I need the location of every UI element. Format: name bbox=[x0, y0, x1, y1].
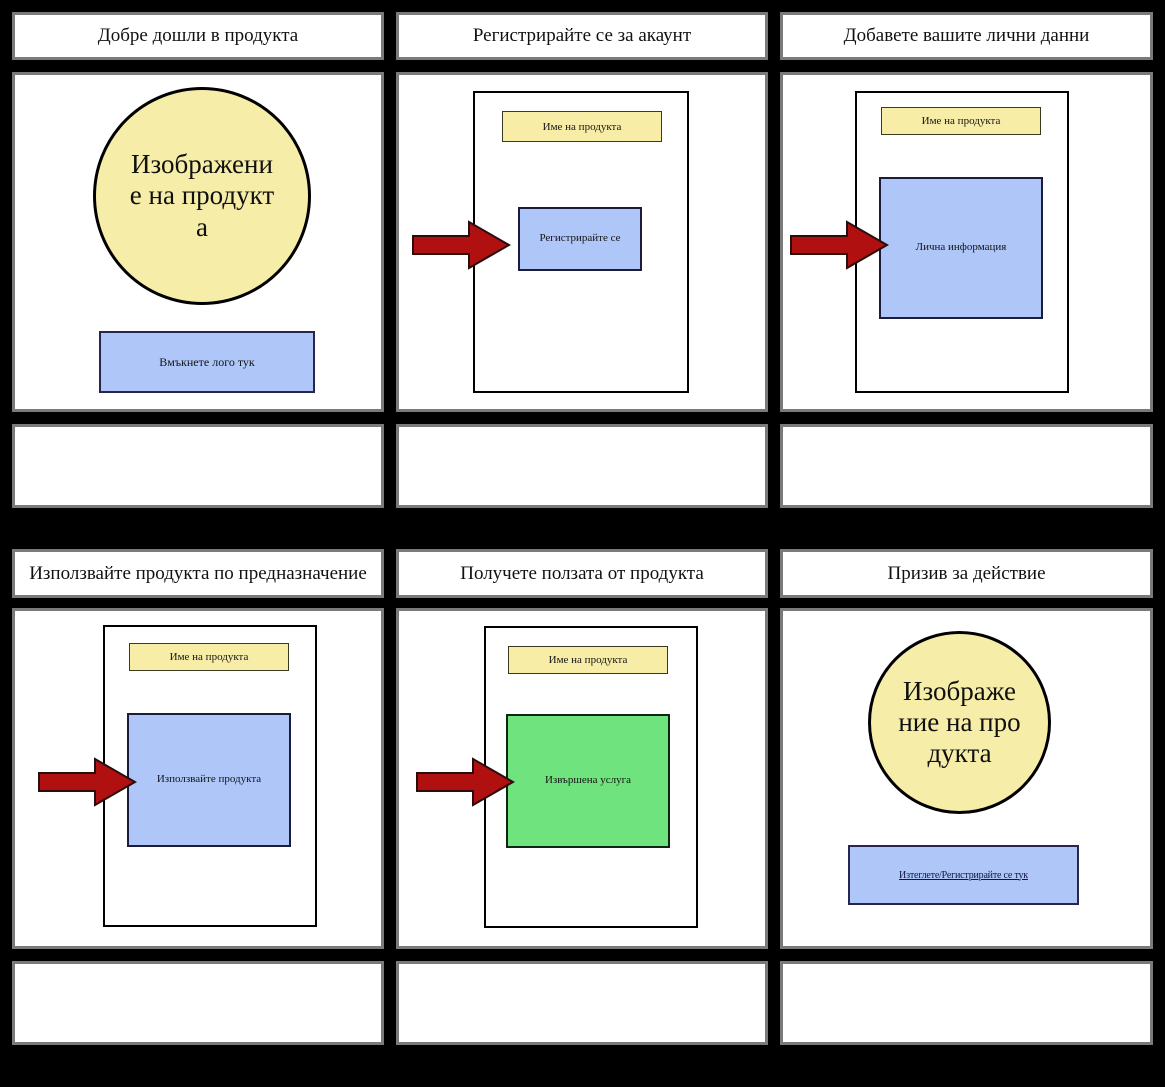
panel-1-circle-label: Изображение на продукта bbox=[129, 149, 275, 242]
panel-6-caption-box[interactable] bbox=[780, 961, 1153, 1045]
panel-5-screen-frame[interactable]: Име на продукта Извършена услуга bbox=[484, 626, 698, 928]
panel-1-logo-placeholder[interactable]: Вмъкнете лого тук bbox=[99, 331, 315, 393]
panel-4-use-product-label: Използвайте продукта bbox=[156, 773, 262, 786]
panel-5-stage[interactable]: Име на продукта Извършена услуга bbox=[396, 608, 768, 949]
panel-6-stage[interactable]: Изображение на продукта Изтеглете/Регист… bbox=[780, 608, 1153, 949]
panel-2-title-box[interactable]: Регистрирайте се за акаунт bbox=[396, 12, 768, 60]
panel-5-title-box[interactable]: Получете ползата от продукта bbox=[396, 549, 768, 598]
panel-3-title: Добавете вашите лични данни bbox=[843, 25, 1090, 47]
panel-4-title: Използвайте продукта по предназначение bbox=[29, 562, 367, 584]
panel-5-pointer-arrow bbox=[415, 755, 515, 809]
panel-3-pointer-arrow bbox=[789, 218, 889, 272]
panel-1-caption-box[interactable] bbox=[12, 424, 384, 508]
panel-6-product-image-circle[interactable]: Изображение на продукта bbox=[868, 631, 1051, 814]
panel-2-signup-label: Регистрирайте се bbox=[539, 232, 621, 245]
panel-5-service-delivered-label: Извършена услуга bbox=[544, 774, 632, 787]
panel-1-logo-label: Вмъкнете лого тук bbox=[159, 354, 255, 369]
panel-3-stage[interactable]: Име на продукта Лична информация bbox=[780, 72, 1153, 412]
panel-2-product-name-bar[interactable]: Име на продукта bbox=[502, 111, 662, 142]
panel-3-title-box[interactable]: Добавете вашите лични данни bbox=[780, 12, 1153, 60]
panel-3-screen-frame[interactable]: Име на продукта Лична информация bbox=[855, 91, 1069, 393]
panel-3-caption-box[interactable] bbox=[780, 424, 1153, 508]
panel-6-circle-label: Изображение на продукта bbox=[898, 675, 1021, 769]
panel-4-title-box[interactable]: Използвайте продукта по предназначение bbox=[12, 549, 384, 598]
panel-2-pointer-arrow bbox=[411, 218, 511, 272]
panel-4-product-name-bar[interactable]: Име на продукта bbox=[129, 643, 289, 671]
panel-3-personal-info-label: Лична информация bbox=[915, 241, 1007, 254]
panel-5-caption-box[interactable] bbox=[396, 961, 768, 1045]
panel-3-product-name-bar[interactable]: Име на продукта bbox=[881, 107, 1041, 135]
panel-6-cta-button[interactable]: Изтеглете/Регистрирайте се тук bbox=[848, 845, 1079, 905]
panel-4-caption-box[interactable] bbox=[12, 961, 384, 1045]
panel-4-product-name-label: Име на продукта bbox=[169, 651, 249, 663]
panel-2-caption-box[interactable] bbox=[396, 424, 768, 508]
panel-5-service-delivered-block[interactable]: Извършена услуга bbox=[506, 714, 670, 848]
panel-4-stage[interactable]: Име на продукта Използвайте продукта bbox=[12, 608, 384, 949]
panel-5-product-name-bar[interactable]: Име на продукта bbox=[508, 646, 668, 674]
panel-3-product-name-label: Име на продукта bbox=[921, 115, 1001, 127]
panel-4-pointer-arrow bbox=[37, 755, 137, 809]
panel-6-title: Призив за действие bbox=[887, 562, 1046, 584]
panel-5-product-name-label: Име на продукта bbox=[548, 654, 628, 666]
panel-2-signup-block[interactable]: Регистрирайте се bbox=[518, 207, 642, 271]
panel-2-title: Регистрирайте се за акаунт bbox=[472, 25, 692, 47]
panel-2-stage[interactable]: Име на продукта Регистрирайте се bbox=[396, 72, 768, 412]
panel-4-screen-frame[interactable]: Име на продукта Използвайте продукта bbox=[103, 625, 317, 927]
panel-1-product-image-circle[interactable]: Изображение на продукта bbox=[93, 87, 311, 305]
panel-5-title: Получете ползата от продукта bbox=[460, 562, 704, 584]
panel-3-personal-info-block[interactable]: Лична информация bbox=[879, 177, 1043, 319]
panel-1-title: Добре дошли в продукта bbox=[97, 25, 299, 47]
panel-1-stage[interactable]: Изображение на продукта Вмъкнете лого ту… bbox=[12, 72, 384, 412]
panel-1-title-box[interactable]: Добре дошли в продукта bbox=[12, 12, 384, 60]
panel-4-use-product-block[interactable]: Използвайте продукта bbox=[127, 713, 291, 847]
panel-2-screen-frame[interactable]: Име на продукта Регистрирайте се bbox=[473, 91, 689, 393]
panel-2-product-name-label: Име на продукта bbox=[542, 120, 622, 133]
panel-6-cta-link[interactable]: Изтеглете/Регистрирайте се тук bbox=[899, 869, 1028, 881]
panel-6-title-box[interactable]: Призив за действие bbox=[780, 549, 1153, 598]
